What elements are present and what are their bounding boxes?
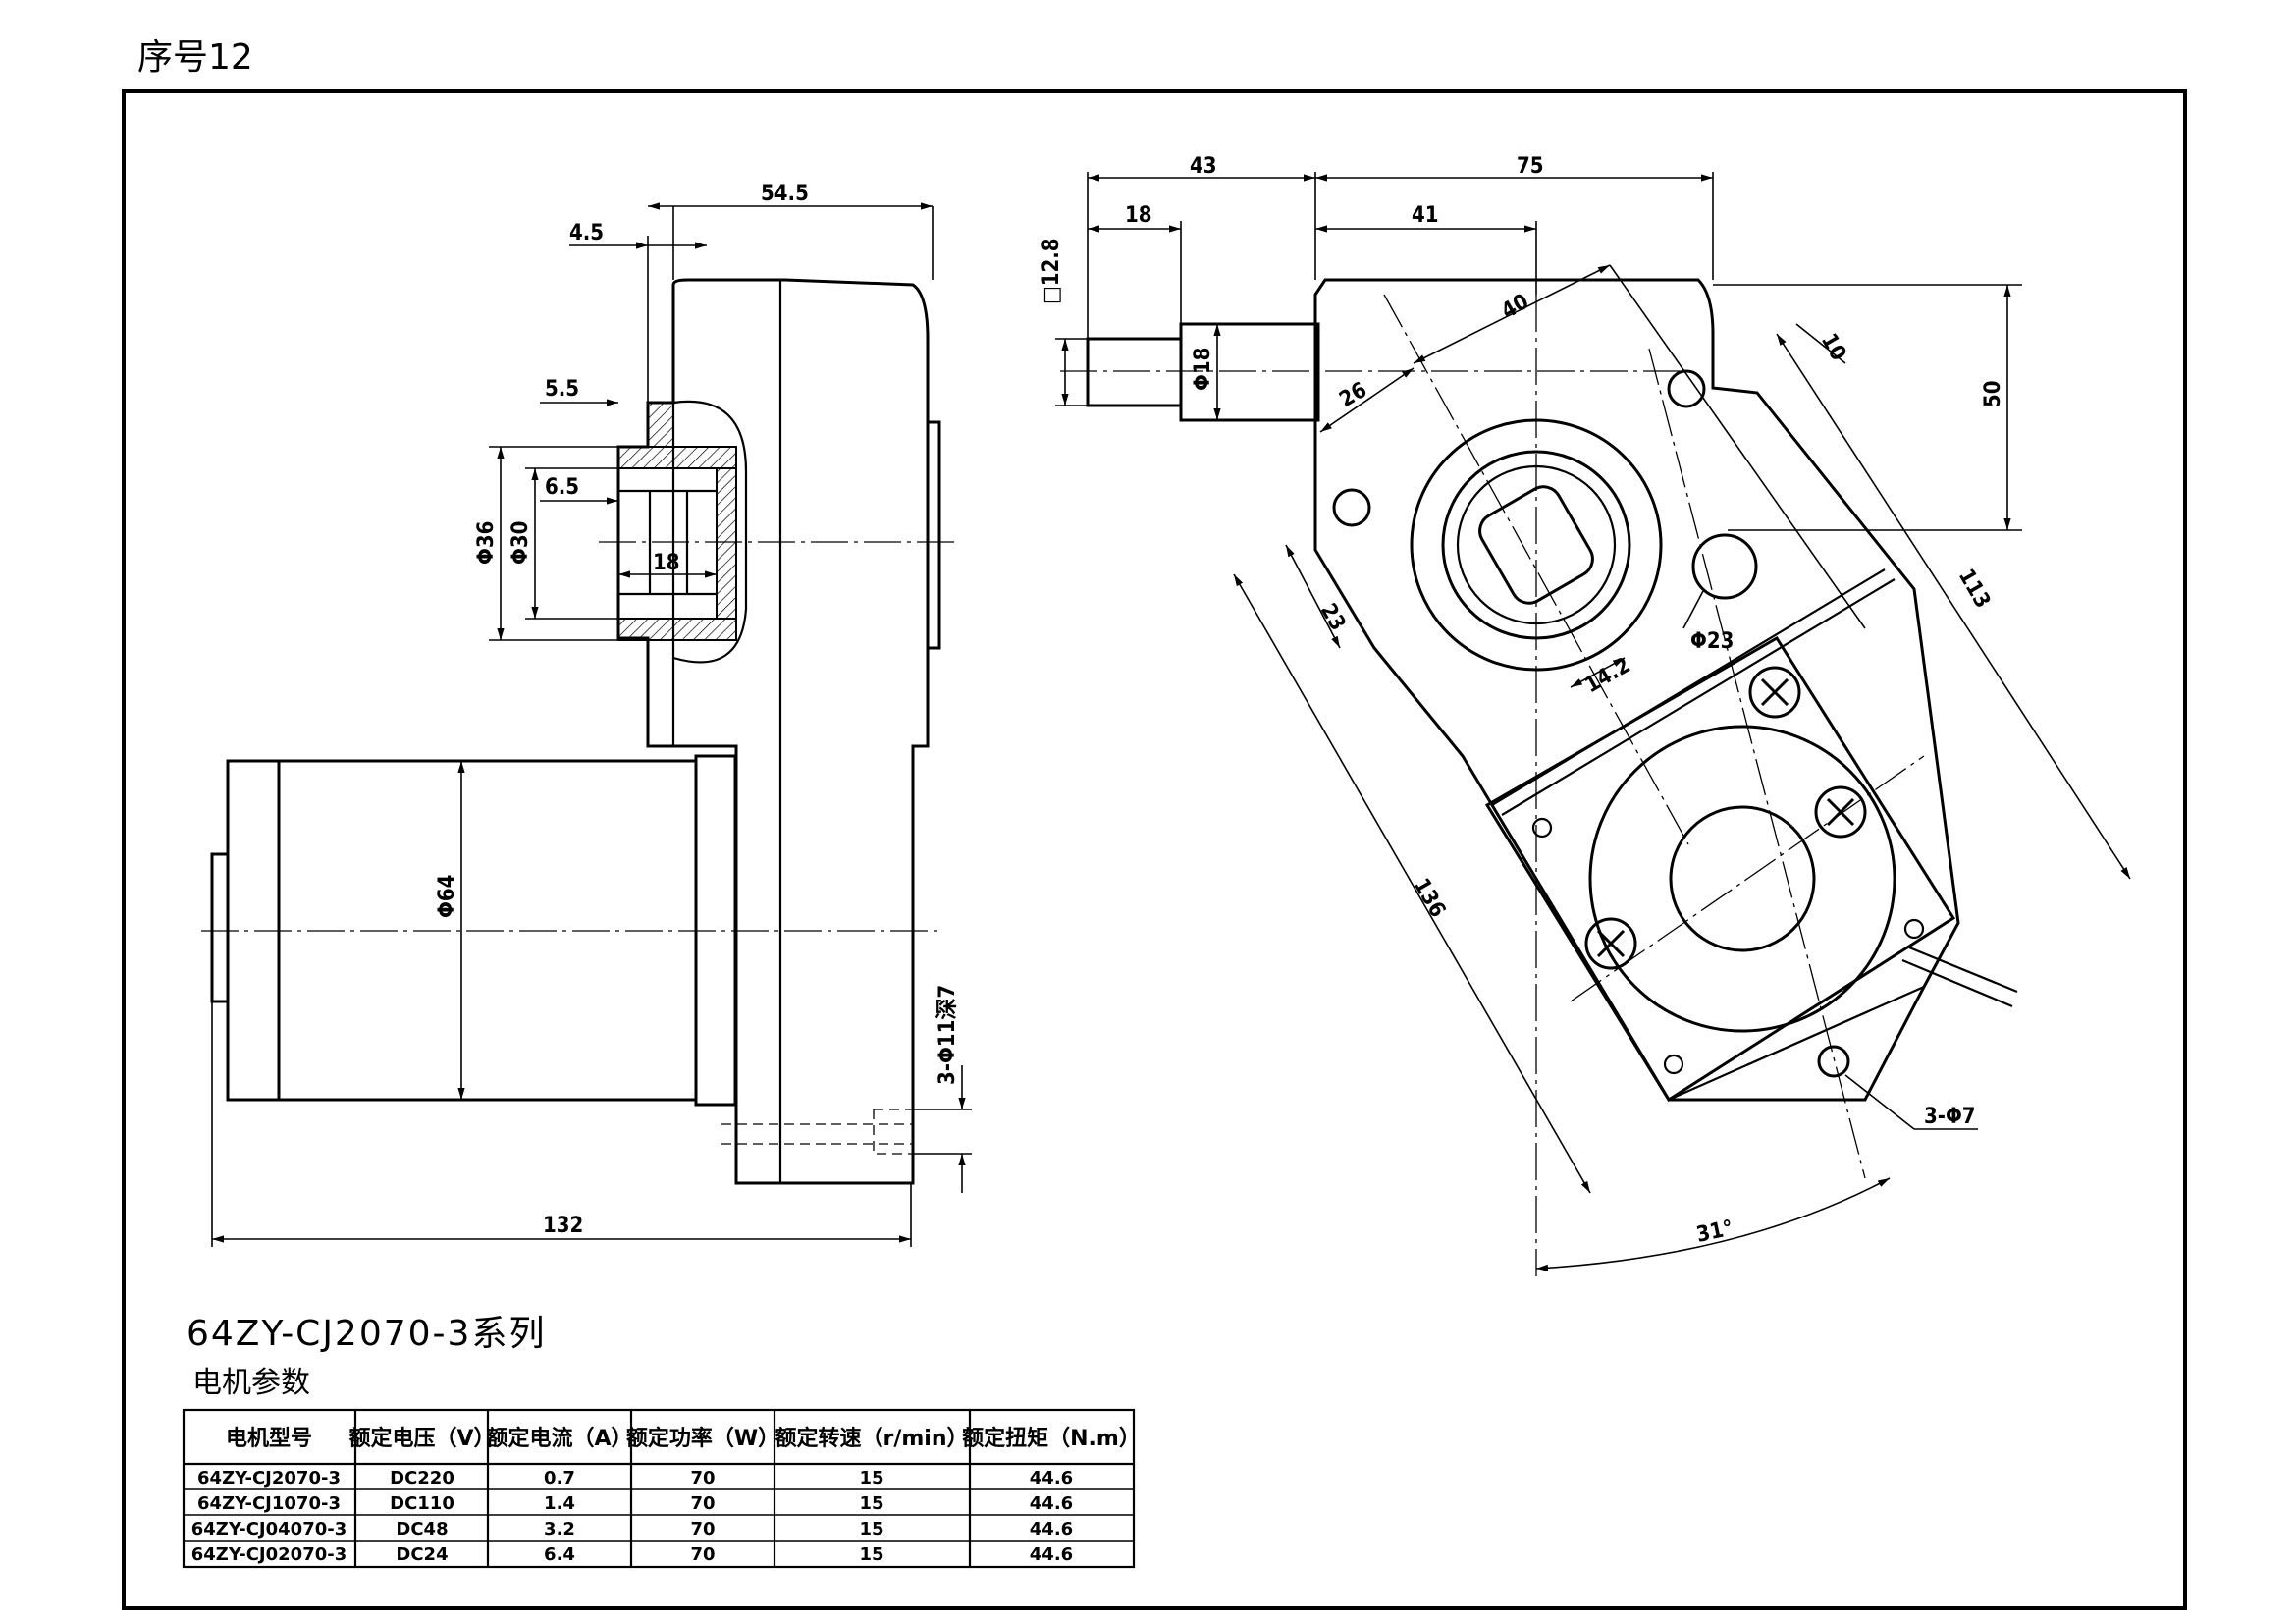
dim-5-5: 5.5 (545, 377, 579, 402)
table-cell: 15 (859, 1519, 883, 1540)
table-cell: 64ZY-CJ04070-3 (191, 1519, 347, 1540)
series-title: 64ZY-CJ2070-3系列 (187, 1314, 546, 1354)
table-cell: 44.6 (1030, 1468, 1073, 1488)
table-cell: 44.6 (1030, 1544, 1073, 1565)
dim-6-5: 6.5 (545, 475, 579, 500)
params-table: 电机型号 额定电压（V） 额定电流（A） 额定功率（W） 额定转速（r/min）… (182, 1408, 1141, 1569)
table-cell: 1.4 (544, 1493, 575, 1514)
table-cell: 6.4 (544, 1544, 575, 1565)
mount-hole-2 (1667, 369, 1706, 408)
table-header-torque: 额定扭矩（N.m） (962, 1426, 1141, 1451)
table-cell: 3.2 (544, 1519, 575, 1540)
dim-26: 26 (1336, 378, 1371, 412)
dim-holes-front: 3-Φ7 (1924, 1105, 1976, 1129)
dim-18-side: 18 (653, 551, 680, 575)
dim-136: 136 (1409, 875, 1450, 922)
motor-wire (1901, 946, 2018, 1008)
dim-phi23: Φ23 (1690, 629, 1734, 654)
dim-phi64: Φ64 (435, 875, 459, 918)
table-cell: 70 (690, 1544, 715, 1565)
dim-54-5: 54.5 (761, 182, 809, 206)
table-cell: DC110 (390, 1493, 454, 1514)
table-cell: 70 (690, 1519, 715, 1540)
table-cell: 64ZY-CJ02070-3 (191, 1544, 347, 1565)
table-header-voltage: 额定电压（V） (348, 1426, 495, 1451)
table-cell: 44.6 (1030, 1519, 1073, 1540)
table-cell: 70 (690, 1468, 715, 1488)
motor-end-outer (1588, 725, 1896, 1033)
dim-phi36: Φ36 (474, 521, 499, 565)
dim-phi18: Φ18 (1191, 348, 1215, 391)
table-header-model: 电机型号 (226, 1427, 312, 1451)
table-cell: 0.7 (544, 1468, 575, 1488)
screw-3 (1584, 917, 1637, 970)
dim-18-front: 18 (1125, 203, 1152, 228)
side-view: 4.5 54.5 5.5 6.5 Φ36 Φ30 18 Φ64 3-Φ11深7 … (201, 182, 972, 1247)
table-header-power: 额定功率（W） (626, 1426, 779, 1451)
dim-14-2: 14.2 (1581, 653, 1635, 698)
table-cell: DC48 (396, 1519, 448, 1540)
table-cell: 15 (859, 1544, 883, 1565)
motor-flange (1484, 635, 1956, 1103)
mount-hole-phi7 (1817, 1045, 1850, 1078)
screw-2 (1814, 785, 1867, 839)
dim-phi30: Φ30 (508, 521, 533, 565)
table-cell: 44.6 (1030, 1493, 1073, 1514)
params-title: 电机参数 (192, 1366, 310, 1400)
output-shaft-round (1179, 322, 1320, 422)
dim-132: 132 (543, 1214, 583, 1238)
table-cell: 15 (859, 1468, 883, 1488)
dim-75: 75 (1517, 154, 1544, 179)
dim-4-5: 4.5 (569, 221, 604, 245)
mount-hole-1 (1332, 488, 1371, 527)
table-header-speed: 额定转速（r/min） (774, 1426, 968, 1451)
drawing-border (122, 89, 2187, 1610)
dim-43: 43 (1190, 154, 1217, 179)
sequence-label: 序号12 (137, 37, 253, 78)
table-cell: DC220 (390, 1468, 454, 1488)
table-cell: 70 (690, 1493, 715, 1514)
table-cell: 15 (859, 1493, 883, 1514)
output-shaft-square (1086, 337, 1183, 407)
dim-23: 23 (1315, 600, 1350, 635)
dim-50: 50 (1981, 380, 2005, 407)
dim-angle: 31° (1694, 1217, 1735, 1248)
table-cell: DC24 (396, 1544, 448, 1565)
front-view: 43 75 18 41 □12.8 Φ18 40 26 10 113 50 23… (1040, 154, 2131, 1276)
motor-end-inner (1669, 805, 1816, 952)
table-cell: 64ZY-CJ1070-3 (197, 1493, 341, 1514)
dim-41: 41 (1412, 203, 1439, 228)
dim-113: 113 (1953, 566, 1995, 613)
mount-hole-phi23 (1691, 533, 1758, 600)
table-cell: 64ZY-CJ2070-3 (197, 1468, 341, 1488)
dim-sq12-8: □12.8 (1040, 238, 1064, 304)
dim-holes-side: 3-Φ11深7 (935, 985, 960, 1085)
table-header-current: 额定电流（A） (486, 1426, 632, 1451)
screw-1 (1748, 666, 1801, 719)
dim-10: 10 (1816, 330, 1850, 365)
